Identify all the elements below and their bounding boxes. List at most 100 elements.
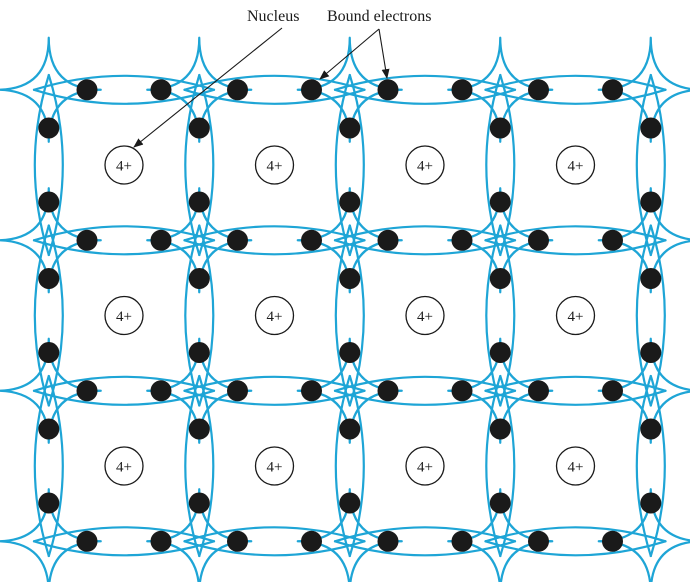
vertical-bond-right-c2-r2 xyxy=(348,374,365,558)
bond-junction-c3-r2 xyxy=(447,337,554,444)
bound-electron-17 xyxy=(150,380,172,402)
vertical-bond-right-c3-r0 xyxy=(499,73,516,257)
bound-electrons-label: Bound electrons xyxy=(327,8,431,25)
bound-electron-11 xyxy=(301,229,322,251)
horizontal-bond-upper-r1-c2 xyxy=(333,225,517,242)
bound-electron-44 xyxy=(339,117,361,139)
bond-junction-c2-r0 xyxy=(296,36,403,143)
vertical-bond-left-c0-r1 xyxy=(33,224,50,407)
bond-junction-c1-r0 xyxy=(146,36,253,143)
bond-junction-c0-r1 xyxy=(0,187,102,294)
horizontal-bond-lower-r0-c2 xyxy=(333,88,517,105)
covalent-bond-layer xyxy=(0,36,690,582)
nucleus-ring xyxy=(555,295,596,336)
vertical-bond-right-c0-r1 xyxy=(47,224,64,407)
vertical-bond-right-c1-r2 xyxy=(198,374,215,558)
bond-junction-c2-r3 xyxy=(296,488,403,582)
nucleus-charge-label: 4+ xyxy=(116,309,132,325)
horizontal-bond-lower-r3-c0 xyxy=(32,540,216,557)
bound-electron-60 xyxy=(640,418,662,440)
horizontal-bond-upper-r3-c2 xyxy=(333,526,517,543)
horizontal-bond-upper-r2-c1 xyxy=(183,375,366,392)
nucleus-r1-c0: 4+ xyxy=(104,295,144,336)
bound-electron-29 xyxy=(451,530,473,552)
vertical-bond-left-c2-r0 xyxy=(334,73,351,257)
nucleus-r0-c2: 4+ xyxy=(405,145,445,185)
callout-layer: Nucleus Bound electrons xyxy=(133,8,431,148)
bound-electron-10 xyxy=(227,229,248,251)
bond-junction-c2-r1 xyxy=(296,187,403,294)
nucleus-r2-c2: 4+ xyxy=(405,446,445,486)
vertical-bond-left-c1-r0 xyxy=(184,73,201,257)
bound-electron-18 xyxy=(227,380,248,402)
bond-junction-c1-r3 xyxy=(146,488,253,582)
horizontal-bond-upper-r1-c0 xyxy=(32,225,216,242)
bond-junction-c3-r3 xyxy=(447,488,554,582)
horizontal-bond-lower-r1-c0 xyxy=(32,239,216,256)
bond-junction-c4-r1 xyxy=(597,187,690,294)
vertical-bond-right-c0-r2 xyxy=(47,374,64,558)
nucleus-ring xyxy=(104,295,144,336)
bound-electron-13 xyxy=(451,229,473,251)
vertical-bond-left-c4-r2 xyxy=(635,374,652,558)
nucleus-charge-label: 4+ xyxy=(267,460,283,476)
vertical-bond-left-c1-r1 xyxy=(184,224,201,407)
bound-electron-14 xyxy=(528,229,549,251)
nucleus-ring xyxy=(254,295,295,336)
bound-electron-1 xyxy=(150,79,172,101)
nucleus-r1-c3: 4+ xyxy=(555,295,596,336)
nucleus-r1-c2: 4+ xyxy=(405,295,445,336)
bound-electron-30 xyxy=(528,530,549,552)
bound-electron-46 xyxy=(339,268,361,289)
horizontal-bond-lower-r2-c1 xyxy=(183,389,366,406)
bond-junction-c0-r0 xyxy=(0,36,102,143)
bound-electron-8 xyxy=(76,229,98,251)
bond-junction-c4-r3 xyxy=(597,488,690,582)
bound-electron-25 xyxy=(150,530,172,552)
bound-electron-layer xyxy=(38,79,662,552)
horizontal-bond-upper-r3-c1 xyxy=(183,526,366,543)
bound-electron-56 xyxy=(640,117,662,139)
bound-electron-24 xyxy=(76,530,98,552)
horizontal-bond-upper-r1-c1 xyxy=(183,225,366,242)
vertical-bond-left-c0-r2 xyxy=(33,374,50,558)
horizontal-bond-upper-r0-c3 xyxy=(484,74,667,91)
bond-junction-c0-r3 xyxy=(0,488,102,582)
horizontal-bond-lower-r0-c3 xyxy=(484,88,667,105)
vertical-bond-right-c4-r0 xyxy=(649,73,666,257)
bond-junction-c3-r1 xyxy=(447,187,554,294)
horizontal-bond-lower-r0-c0 xyxy=(32,88,216,105)
bound-electron-43 xyxy=(188,492,210,514)
bound-electron-34 xyxy=(38,268,60,289)
bond-junction-c2-r2 xyxy=(296,337,403,444)
nucleus-ring xyxy=(405,295,445,336)
horizontal-bond-upper-r3-c3 xyxy=(484,526,667,543)
bound-electron-54 xyxy=(489,418,511,440)
horizontal-bond-lower-r1-c1 xyxy=(183,239,366,256)
nucleus-r0-c0: 4+ xyxy=(104,145,144,185)
vertical-bond-right-c0-r0 xyxy=(47,73,64,257)
bound-electron-49 xyxy=(339,492,361,514)
bound-electron-41 xyxy=(188,342,210,363)
bound-electron-38 xyxy=(188,117,210,139)
vertical-bond-right-c4-r2 xyxy=(649,374,666,558)
horizontal-bond-upper-r2-c3 xyxy=(484,375,667,392)
horizontal-bond-upper-r1-c3 xyxy=(484,225,667,242)
nucleus-charge-label: 4+ xyxy=(417,460,433,476)
bound-electron-48 xyxy=(339,418,361,440)
bound-electron-22 xyxy=(528,380,549,402)
vertical-bond-left-c3-r2 xyxy=(485,374,502,558)
nucleus-charge-label: 4+ xyxy=(267,159,283,175)
horizontal-bond-upper-r2-c0 xyxy=(32,375,216,392)
nucleus-charge-label: 4+ xyxy=(568,460,584,476)
bound-electron-7 xyxy=(602,79,623,101)
bound-electron-20 xyxy=(377,380,399,402)
bound-electron-59 xyxy=(640,342,662,363)
bound-electron-40 xyxy=(188,268,210,289)
vertical-bond-right-c2-r0 xyxy=(348,73,365,257)
bound-electron-57 xyxy=(640,191,662,213)
nucleus-charge-label: 4+ xyxy=(568,309,584,325)
bound-electron-3 xyxy=(301,79,322,101)
vertical-bond-right-c3-r1 xyxy=(499,224,516,407)
bond-junction-c1-r1 xyxy=(146,187,253,294)
